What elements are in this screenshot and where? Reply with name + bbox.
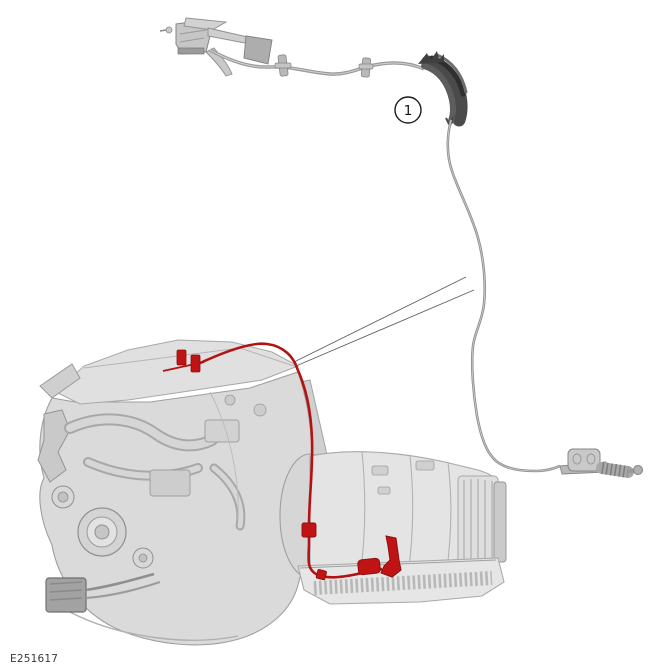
case-lug-1 bbox=[371, 465, 389, 476]
end-fitting-mount-hole-2 bbox=[586, 453, 596, 465]
tail-end-cap bbox=[493, 481, 507, 563]
hanging-cable-sheen bbox=[447, 119, 561, 472]
mount-bracket-detail bbox=[179, 29, 207, 43]
cable-clip-a bbox=[274, 54, 292, 77]
upper-cable-highlight bbox=[209, 49, 425, 75]
leader-lines bbox=[293, 276, 475, 367]
hose bbox=[211, 465, 244, 529]
cable-clip-b bbox=[358, 57, 374, 78]
connector-box-face bbox=[49, 581, 83, 601]
cable-clip-low bbox=[315, 569, 327, 581]
callout-1-circle bbox=[394, 96, 422, 124]
block-boss-2 bbox=[253, 403, 267, 417]
oil-pan bbox=[297, 557, 505, 605]
firewall-grommet bbox=[418, 51, 468, 129]
hanging-cable bbox=[446, 119, 561, 473]
engine-left-winglet bbox=[39, 363, 81, 399]
engine-top-cover bbox=[55, 339, 300, 405]
idler-pulley-low-hub bbox=[138, 553, 148, 563]
mount-bracket-base bbox=[177, 47, 205, 55]
case-seam-3 bbox=[446, 461, 452, 571]
crank-pulley-hub bbox=[94, 524, 110, 540]
hanging-cable-run bbox=[446, 119, 561, 473]
callout-1: 1 bbox=[394, 96, 422, 124]
exhaust-manifold bbox=[37, 409, 71, 483]
connector-box bbox=[45, 577, 87, 613]
case-lug-2 bbox=[415, 460, 435, 471]
end-fitting-mount-hole-1 bbox=[572, 453, 582, 465]
intake-pipe bbox=[66, 415, 216, 450]
cable-end-fitting bbox=[559, 448, 643, 478]
callout-1-number: 1 bbox=[404, 103, 413, 119]
block-seam-2 bbox=[209, 391, 239, 521]
ball-stud-end bbox=[633, 465, 643, 475]
transmission-illustration bbox=[279, 451, 507, 605]
leader-line-1 bbox=[293, 276, 467, 363]
engine-illustration bbox=[37, 339, 331, 646]
block-seam bbox=[69, 611, 239, 641]
harness-line-1 bbox=[85, 572, 155, 592]
shift-cable-assembly-top bbox=[159, 17, 468, 129]
bracket-bolt bbox=[165, 26, 173, 34]
cable-end-block bbox=[357, 557, 381, 576]
tail-ribs bbox=[463, 479, 493, 566]
cable-clip-mid bbox=[301, 522, 317, 538]
cable-clip-a-bar bbox=[274, 62, 292, 69]
adjuster-ribs bbox=[601, 462, 629, 478]
upper-cable-run bbox=[209, 48, 425, 76]
grommet-rib-1 bbox=[421, 55, 468, 127]
cable-main-route bbox=[197, 342, 383, 579]
grommet-rib-4 bbox=[435, 53, 468, 94]
cable-clip-b-bar bbox=[358, 63, 374, 70]
shift-cable-highlight bbox=[162, 342, 402, 581]
figure-code-label: E251617 bbox=[10, 653, 58, 665]
idler-pulley-left-hub bbox=[57, 491, 69, 503]
harness-line-2 bbox=[85, 580, 161, 600]
block-detail-plate bbox=[149, 469, 191, 497]
oil-pan-fins bbox=[313, 571, 493, 595]
block-detail-cover bbox=[204, 419, 240, 443]
grommet-rib-3 bbox=[421, 63, 457, 124]
block-boss-1 bbox=[224, 394, 236, 406]
bracket-hanger bbox=[205, 47, 233, 77]
grommet-spikes bbox=[418, 51, 444, 64]
leader-line-2 bbox=[295, 289, 475, 367]
case-lug-3 bbox=[377, 486, 391, 495]
insulator-pad bbox=[243, 35, 273, 65]
bracket-bolt-shank bbox=[159, 29, 167, 32]
selector-lever bbox=[380, 535, 402, 578]
cable-bracket-tab-1 bbox=[176, 349, 187, 366]
